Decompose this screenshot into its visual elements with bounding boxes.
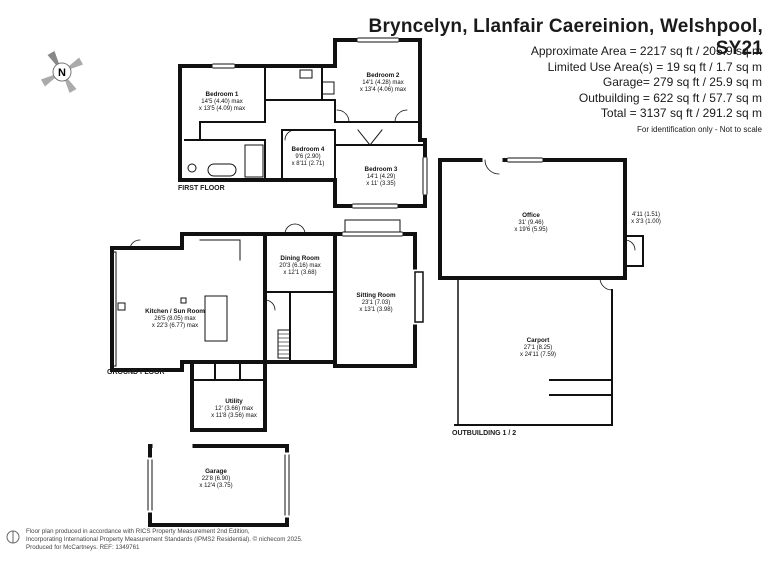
- area-garage: Garage= 279 sq ft / 25.9 sq m: [602, 75, 762, 89]
- room-bedroom-2: Bedroom 2 14'1 (4.28) max x 13'4 (4.06) …: [359, 72, 407, 93]
- outbuilding-walls: [438, 157, 644, 426]
- room-bedroom-4: Bedroom 4 9'6 (2.90) x 8'11 (2.71): [291, 146, 325, 167]
- room-dining: Dining Room 20'3 (6.16) max x 12'1 (3.68…: [279, 255, 321, 276]
- room-bedroom-1: Bedroom 1 14'5 (4.40) max x 13'5 (4.09) …: [198, 91, 246, 112]
- room-office: Office 31' (9.46) x 19'6 (5.95): [514, 212, 548, 233]
- compass-icon: N: [40, 50, 84, 94]
- area-limited-use: Limited Use Area(s) = 19 sq ft / 1.7 sq …: [547, 59, 762, 74]
- room-office-store: 4'11 (1.51) x 3'3 (1.00): [631, 212, 661, 225]
- ground-floor-walls: [110, 219, 424, 527]
- room-utility: Utility 12' (3.66) max x 11'8 (3.56) max: [211, 398, 257, 419]
- area-outbuilding: Outbuilding = 622 sq ft / 57.7 sq m: [578, 90, 762, 105]
- room-garage: Garage 22'8 (6.90) x 12'4 (3.75): [199, 468, 233, 489]
- outbuilding-label: OUTBUILDING 1 / 2: [452, 430, 517, 437]
- ground-floor-label: GROUND FLOOR: [107, 369, 165, 376]
- area-summary: Approximate Area = 2217 sq ft / 205.9 sq…: [531, 44, 762, 135]
- room-bedroom-3: Bedroom 3 14'1 (4.29) x 11' (3.35): [364, 166, 398, 187]
- compass-n-label: N: [58, 67, 66, 79]
- identification-note: For identification only - Not to scale: [637, 124, 762, 134]
- first-floor-walls: [178, 37, 428, 209]
- area-total: Total = 3137 sq ft / 291.2 sq m: [600, 106, 762, 120]
- footer-notes: Floor plan produced in accordance with R…: [26, 528, 303, 551]
- room-carport: Carport 27'1 (8.25) x 24'11 (7.59): [519, 337, 557, 358]
- first-floor-label: FIRST FLOOR: [178, 185, 225, 192]
- room-kitchen-sun: Kitchen / Sun Room 26'5 (8.05) max x 22'…: [145, 308, 205, 329]
- floorplan-logo-icon: [6, 530, 20, 544]
- room-sitting: Sitting Room 23'1 (7.03) x 13'1 (3.98): [356, 292, 396, 313]
- area-approximate: Approximate Area = 2217 sq ft / 205.9 sq…: [530, 44, 762, 58]
- property-title: Bryncelyn, Llanfair Caereinion, Welshpoo…: [368, 16, 763, 59]
